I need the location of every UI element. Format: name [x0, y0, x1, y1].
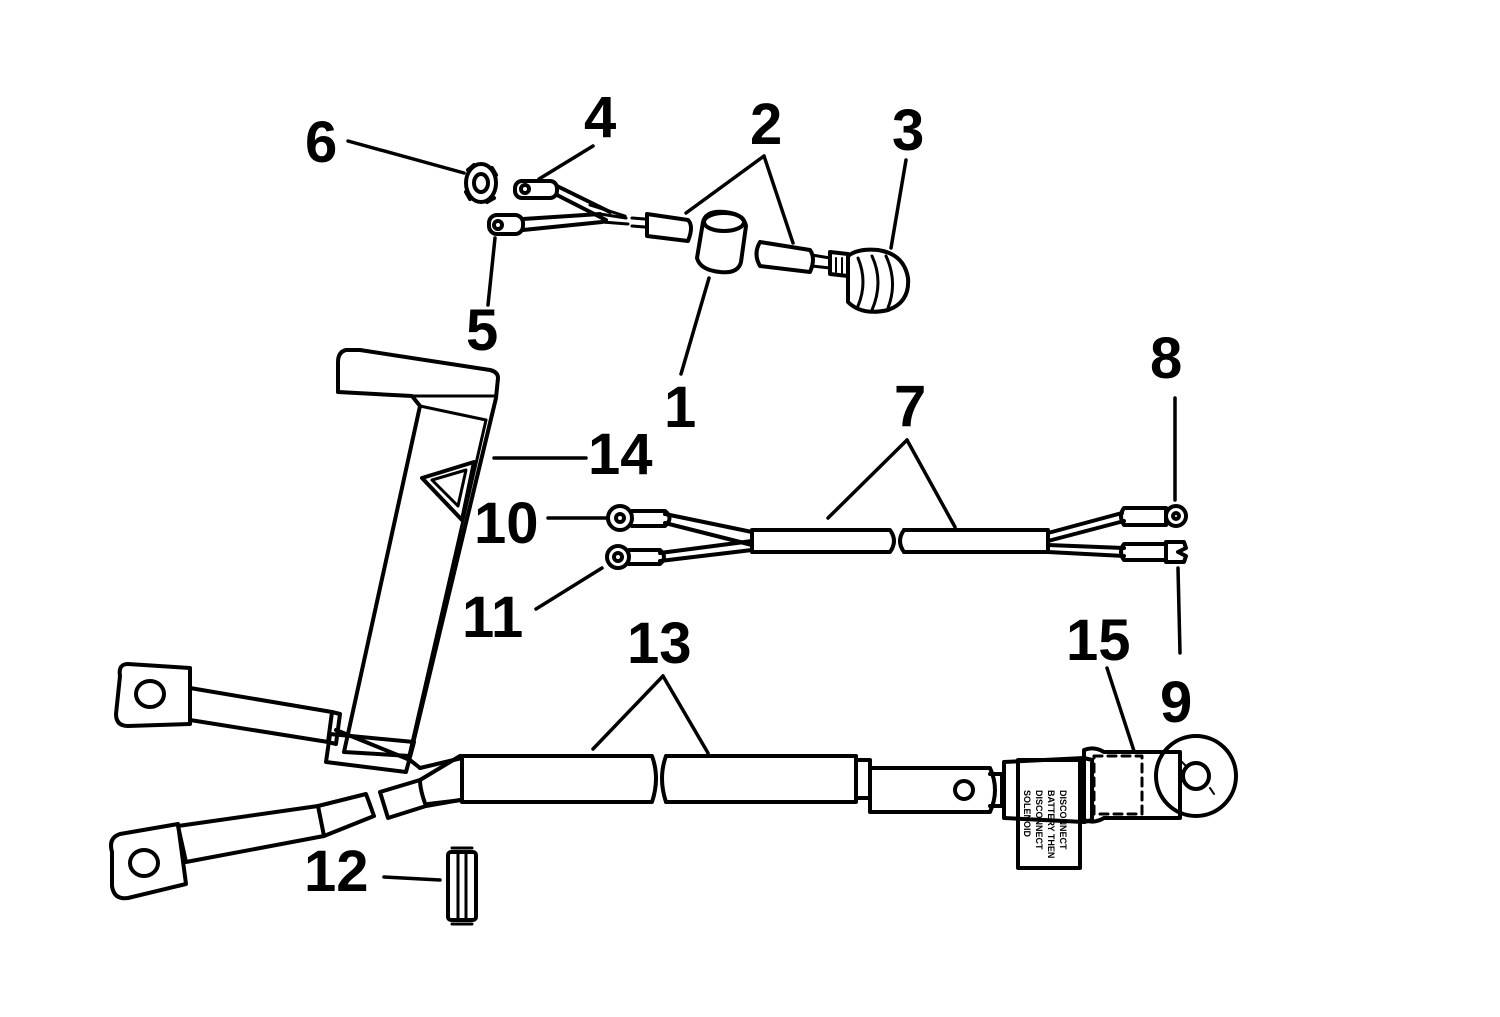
- callout-15: 15: [1066, 608, 1131, 673]
- leader-lines: [346, 139, 1182, 882]
- callout-2: 2: [750, 92, 782, 157]
- bullet-connector: [630, 212, 693, 243]
- item-12-grommet: [446, 846, 478, 926]
- item-5-ring-terminal: [487, 212, 630, 236]
- tag-line-2: BATTERY THEN: [1046, 790, 1056, 858]
- warning-tag-text: DISCONNECT BATTERY THEN DISCONNECT SOLEN…: [1022, 790, 1068, 858]
- item-1-boot: [695, 209, 748, 275]
- callout-6: 6: [305, 110, 337, 175]
- callout-4: 4: [584, 85, 616, 150]
- item-6-nut: [464, 162, 498, 204]
- callout-9: 9: [1160, 670, 1192, 735]
- callout-7: 7: [894, 374, 926, 439]
- item-7-harness: [605, 504, 1188, 570]
- callout-12: 12: [304, 839, 369, 904]
- callout-5: 5: [466, 298, 498, 363]
- tag-line-3: DISCONNECT: [1034, 790, 1044, 850]
- callout-13: 13: [627, 611, 692, 676]
- warning-tag: [1016, 758, 1082, 870]
- callout-10: 10: [474, 491, 539, 556]
- item-4-ring-terminal: [513, 179, 627, 222]
- item-13-main-cable: [418, 754, 1004, 814]
- item-3-switch: [828, 247, 911, 314]
- callout-1: 1: [664, 375, 696, 440]
- callout-14: 14: [588, 422, 653, 487]
- callout-labels: 6 4 2 3 5 1 14 7 8 10 11 13 15 9 12: [304, 85, 1192, 904]
- item-15-solenoid-boot: [1002, 734, 1238, 824]
- callout-11: 11: [462, 585, 523, 650]
- item-14-terminal-cover: [324, 348, 500, 774]
- callout-3: 3: [892, 98, 924, 163]
- positive-battery-cable: [114, 662, 422, 770]
- callout-8: 8: [1150, 326, 1182, 391]
- item-2-lead: [754, 240, 832, 274]
- tag-line-4: SOLENOID: [1022, 790, 1032, 838]
- tag-line-1: DISCONNECT: [1058, 790, 1068, 850]
